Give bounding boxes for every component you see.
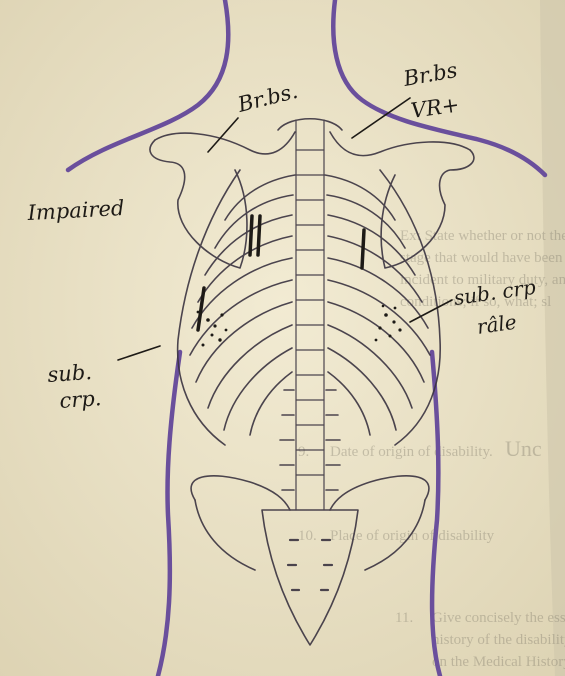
bleed-item-11-line2: history of the disability, noting [432, 632, 565, 648]
mark-left-upper-b [258, 216, 260, 255]
annotation-impaired: Impaired [26, 196, 125, 225]
bleed-item-11-marker: 11. [395, 610, 413, 626]
annotation-left-sub-line1: sub. [47, 360, 93, 387]
bleed-item-11-line3: on the Medical History Sheet [432, 654, 565, 670]
mark-left-upper-a [250, 216, 252, 255]
bleed-item-date-label: Date of origin of disability. [330, 444, 493, 460]
bleed-line-1: Ex: State whether or not the malady is o… [400, 228, 565, 244]
bleed-item-11-line1: Give concisely the essential facts [432, 610, 565, 626]
annotation-left-sub-line2: crp. [59, 386, 102, 413]
bleed-item-9-marker: 9. [298, 444, 309, 460]
bleed-item-date-value: Unc [505, 436, 542, 461]
bleed-item-10-marker: 10. [298, 528, 317, 544]
mark-right-upper [362, 230, 364, 268]
